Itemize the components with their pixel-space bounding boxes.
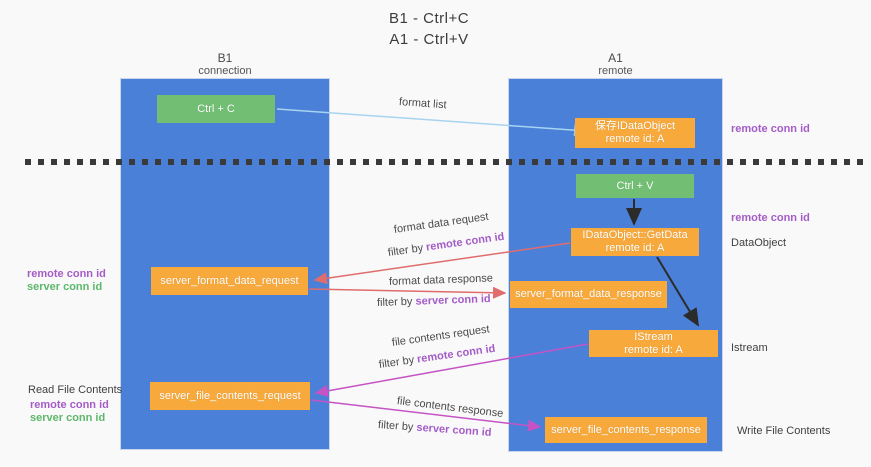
idataobject-getdata-box: IDataObject::GetData remote id: A <box>571 228 699 256</box>
left-server-conn-id-bottom: server conn id <box>30 412 106 424</box>
dataobject-label: DataObject <box>731 237 787 249</box>
server-file-contents-response-label: server_file_contents_response <box>551 423 701 436</box>
save-idataobject-box: 保存IDataObject remote id: A <box>575 118 695 148</box>
right-remote-conn-id-mid: remote conn id <box>731 212 810 224</box>
server-format-data-request-box: server_format_data_request <box>151 267 308 295</box>
column-header-a1: A1 remote <box>508 52 723 78</box>
title-line-2: A1 - Ctrl+V <box>389 31 469 48</box>
title-line-1: B1 - Ctrl+C <box>388 10 470 27</box>
server-format-data-request-label: server_format_data_request <box>160 274 299 287</box>
istream-box: IStream remote id: A <box>589 330 718 357</box>
filter-by-text: filter by <box>376 295 416 309</box>
column-a1-name: A1 <box>608 51 623 65</box>
left-server-conn-id-top: server conn id <box>27 281 103 293</box>
column-header-b1: B1 connection <box>120 52 330 78</box>
arrow-file-contents-request <box>314 343 589 397</box>
arrow-format-list <box>276 108 588 137</box>
arrow-format-data-request <box>313 242 571 285</box>
ctrl-v-box: Ctrl + V <box>576 174 694 198</box>
server-file-contents-request-box: server_file_contents_request <box>150 382 310 410</box>
write-file-contents-label: Write File Contents <box>737 425 831 437</box>
column-b1-subtitle: connection <box>198 65 252 77</box>
ctrl-c-box: Ctrl + C <box>157 95 275 123</box>
istream-line1: IStream <box>634 330 673 343</box>
right-remote-conn-id-top: remote conn id <box>731 123 810 135</box>
getdata-line1: IDataObject::GetData <box>582 229 688 241</box>
ctrl-c-label: Ctrl + C <box>197 102 235 115</box>
save-idataobject-line1: 保存IDataObject <box>594 120 676 132</box>
getdata-line2: remote id: A <box>605 242 665 254</box>
server-file-contents-response-box: server_file_contents_response <box>545 417 707 443</box>
server-format-data-response-label: server_format_data_response <box>515 288 662 300</box>
istream-line2: remote id: A <box>624 343 683 356</box>
diagram-title: B1 - Ctrl+C A1 - Ctrl+V <box>0 8 858 50</box>
save-idataobject-line2: remote id: A <box>605 133 665 145</box>
left-remote-conn-id-top: remote conn id <box>27 268 106 280</box>
arrow-getdata-to-istream <box>656 256 700 327</box>
arrow-format-data-response <box>308 286 507 299</box>
server-format-data-response-box: server_format_data_response <box>510 281 667 308</box>
column-b1-name: B1 <box>217 51 233 65</box>
column-a1-subtitle: remote <box>598 65 633 77</box>
read-file-contents-label: Read File Contents <box>28 384 123 396</box>
istream-side-label: Istream <box>731 342 768 354</box>
dashed-separator-line <box>25 159 863 165</box>
arrow-file-contents-response <box>310 399 542 432</box>
left-remote-conn-id-bottom: remote conn id <box>30 399 109 411</box>
ctrl-v-label: Ctrl + V <box>616 179 654 192</box>
server-file-contents-request-label: server_file_contents_request <box>159 389 301 402</box>
